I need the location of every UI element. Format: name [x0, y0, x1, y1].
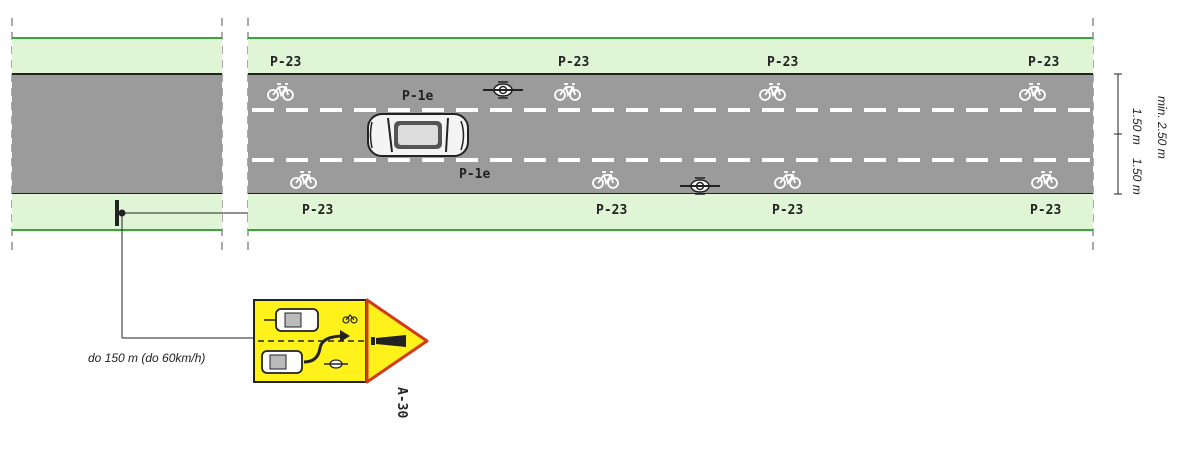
top-verge: [248, 38, 1093, 74]
p23-labels: P-23 P-23 P-23 P-23 P-23 P-23 P-23 P-23: [270, 55, 1061, 218]
marking-label-p23: P-23: [1030, 203, 1061, 218]
marking-label-p23: P-23: [270, 55, 301, 70]
marking-label-p23: P-23: [1028, 55, 1059, 70]
marking-label-p1e: P-1e: [459, 167, 490, 182]
warning-sign-a30: [365, 298, 429, 384]
dimension-markers: [1114, 73, 1122, 195]
marking-label-p1e: P-1e: [402, 89, 433, 104]
supplementary-sign-panel: [253, 299, 367, 383]
dimension-min-total-width: min. 2.50 m: [1155, 96, 1169, 159]
bottom-verge: [248, 194, 1093, 230]
roadway: [12, 74, 222, 194]
dimension-lane-width-bottom: 1.50 m: [1130, 158, 1144, 195]
marking-label-p23: P-23: [772, 203, 803, 218]
marking-label-p23: P-23: [596, 203, 627, 218]
sign-label-a30: A-30: [394, 387, 409, 418]
sign-distance-note: do 150 m (do 60km/h): [88, 351, 205, 365]
marking-label-p23: P-23: [302, 203, 333, 218]
dimension-lane-width-top: 1.50 m: [1130, 108, 1144, 145]
marking-label-p23: P-23: [558, 55, 589, 70]
marking-label-p23: P-23: [767, 55, 798, 70]
sign-post: [115, 200, 254, 339]
top-verge: [12, 38, 222, 74]
car-icon: [367, 113, 469, 157]
